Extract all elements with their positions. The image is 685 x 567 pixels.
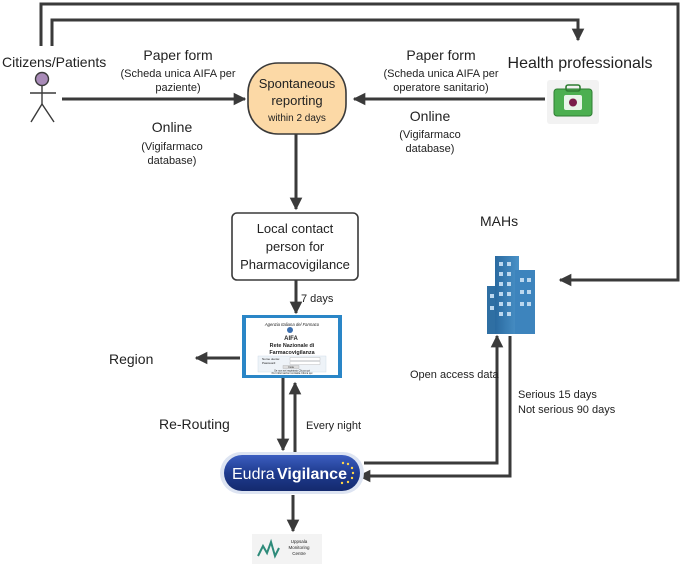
citizens-actor: Citizens/Patients bbox=[2, 54, 106, 123]
medical-kit-icon bbox=[547, 80, 599, 124]
inner-loop-to-health-professionals bbox=[50, 18, 585, 46]
serious-label: Serious 15 days bbox=[518, 389, 597, 401]
local-contact-line1: Local contact bbox=[257, 221, 334, 236]
region-label: Region bbox=[109, 351, 153, 367]
right-online-sub-2: database) bbox=[406, 143, 455, 155]
left-online-sub-1: (Vigifarmaco bbox=[141, 141, 203, 153]
eudra-part2: Vigilance bbox=[277, 466, 347, 483]
citizens-label: Citizens/Patients bbox=[2, 54, 106, 70]
umc-line3: Centre bbox=[292, 551, 306, 556]
aifa-footer-2: Per informazioni contatta Clicca qui bbox=[272, 371, 313, 375]
local-contact-line2: person for bbox=[266, 239, 325, 254]
umc-logo-icon bbox=[257, 538, 280, 559]
top-loop-to-health-professionals bbox=[39, 2, 680, 287]
spontaneous-box bbox=[247, 62, 347, 135]
spontaneous-line2: reporting bbox=[271, 93, 322, 108]
local-contact-box bbox=[231, 212, 359, 281]
left-paper-title: Paper form bbox=[143, 47, 212, 63]
spontaneous-line1: Spontaneous bbox=[259, 76, 336, 91]
aifa-login-button: Invia bbox=[288, 365, 294, 369]
arrow-mahs-to-eudra-reports bbox=[357, 336, 512, 483]
aifa-password-input bbox=[289, 361, 321, 365]
right-input-annotations: Paper form (Scheda unica AIFA per operat… bbox=[384, 47, 499, 155]
aifa-portal-screenshot: Agenzia Italiana del Farmaco AIFA Rete N… bbox=[242, 315, 342, 378]
aifa-agency-text: Agenzia Italiana del Farmaco bbox=[264, 322, 320, 327]
health-professionals-label: Health professionals bbox=[508, 55, 653, 72]
aifa-user-input bbox=[289, 357, 321, 361]
office-building-icon bbox=[487, 256, 535, 334]
connectors bbox=[39, 2, 680, 533]
right-paper-sub-1: (Scheda unica AIFA per bbox=[384, 68, 499, 80]
re-routing-label: Re-Routing bbox=[159, 416, 230, 432]
mahs-label: MAHs bbox=[480, 213, 518, 229]
local-contact-node: Local contact person for Pharmacovigilan… bbox=[231, 212, 359, 281]
local-contact-line3: Pharmacovigilance bbox=[240, 257, 350, 272]
left-paper-sub-1: (Scheda unica AIFA per bbox=[121, 68, 236, 80]
aifa-field-user: Nome utente: bbox=[262, 357, 280, 361]
spontaneous-line3: within 2 days bbox=[267, 113, 326, 124]
aifa-title-2: Farmacovigilanza bbox=[269, 350, 315, 356]
eudra-part1: Eudra bbox=[232, 466, 275, 483]
right-paper-sub-2: operatore sanitario) bbox=[393, 82, 488, 94]
seven-days-label: 7 days bbox=[301, 293, 334, 305]
every-night-label: Every night bbox=[306, 420, 361, 432]
aifa-field-password: Password: bbox=[262, 361, 276, 365]
umc-logo: Uppsala Monitoring Centre bbox=[252, 534, 322, 564]
eu-stars-icon bbox=[340, 461, 355, 485]
eudravigilance-logo: Eudra Vigilance bbox=[220, 452, 364, 494]
umc-line1: Uppsala bbox=[291, 539, 308, 544]
arrow-eudra-to-mahs-open-access bbox=[364, 334, 504, 465]
stick-figure-icon bbox=[30, 71, 56, 123]
left-online-sub-2: database) bbox=[148, 155, 197, 167]
aifa-footer-1: Se non sei registrato Clicca qui bbox=[274, 369, 310, 373]
aifa-title-1: Rete Nazionale di bbox=[270, 343, 315, 349]
aifa-logo-text: AIFA bbox=[284, 336, 298, 342]
aifa-emblem-icon bbox=[287, 327, 293, 333]
left-input-annotations: Paper form (Scheda unica AIFA per pazien… bbox=[121, 47, 236, 167]
mahs-actor: MAHs bbox=[480, 213, 535, 334]
not-serious-label: Not serious 90 days bbox=[518, 404, 616, 416]
right-paper-title: Paper form bbox=[406, 47, 475, 63]
right-online-sub-1: (Vigifarmaco bbox=[399, 129, 461, 141]
health-professionals-actor: Health professionals bbox=[508, 55, 653, 124]
right-online-title: Online bbox=[410, 108, 451, 124]
left-online-title: Online bbox=[152, 119, 193, 135]
left-paper-sub-2: paziente) bbox=[155, 82, 200, 94]
umc-line2: Monitoring bbox=[288, 545, 310, 550]
open-access-label: Open access data bbox=[410, 369, 500, 381]
spontaneous-reporting-node: Spontaneous reporting within 2 days bbox=[247, 62, 347, 135]
